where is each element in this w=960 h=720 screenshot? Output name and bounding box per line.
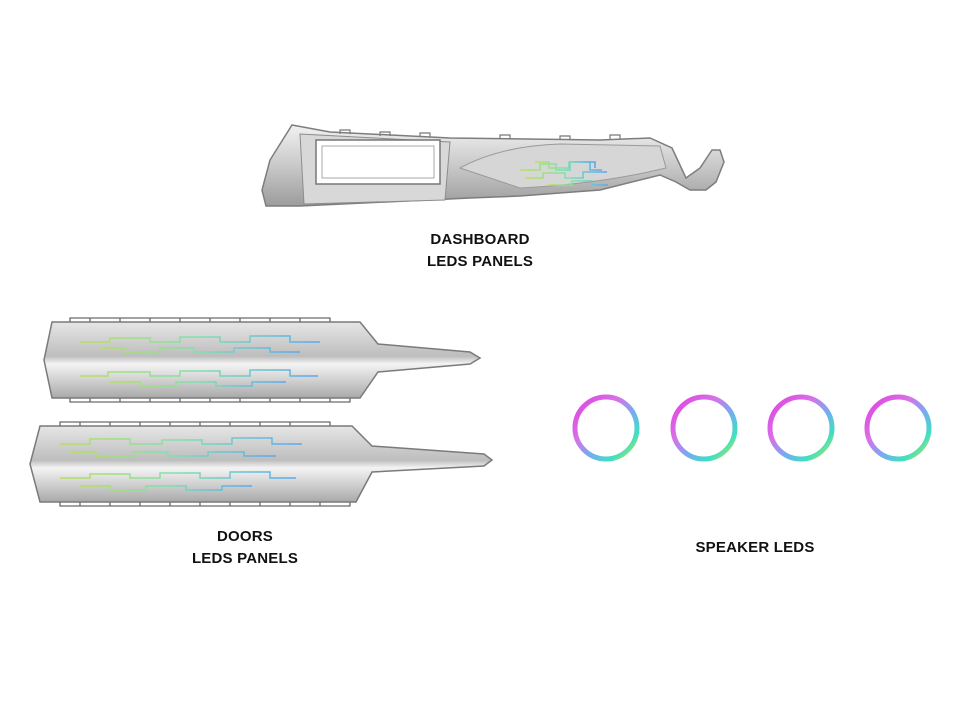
door-led-trace-lower	[60, 437, 302, 491]
speaker-ring-2	[670, 394, 738, 462]
door-clip-row	[59, 421, 351, 507]
doors-caption: DOORS LEDS PANELS	[145, 526, 345, 570]
dashboard-caption: DASHBOARD LEDS PANELS	[380, 229, 580, 273]
door-led-panel-lower	[29, 421, 494, 507]
doors-caption-line2: LEDS PANELS	[191, 550, 299, 567]
speaker-ring-4	[864, 394, 932, 462]
dashboard-caption-line2: LEDS PANELS	[426, 253, 534, 270]
dashboard-led-trace	[520, 161, 608, 186]
dashboard-edge-clips	[339, 129, 621, 140]
speakers-caption-line1: SPEAKER LEDS	[695, 539, 815, 556]
door-led-trace-upper	[80, 335, 320, 387]
speaker-ring-1	[572, 394, 640, 462]
doors-caption-line1: DOORS	[216, 528, 273, 545]
dashboard-caption-line1: DASHBOARD	[430, 231, 530, 248]
speaker-led-rings	[572, 394, 932, 462]
door-clip-row	[69, 317, 351, 403]
speaker-ring-3	[767, 394, 835, 462]
dashboard-led-panel	[261, 124, 725, 207]
speakers-caption: SPEAKER LEDS	[655, 537, 855, 559]
door-led-panel-upper	[43, 317, 482, 403]
